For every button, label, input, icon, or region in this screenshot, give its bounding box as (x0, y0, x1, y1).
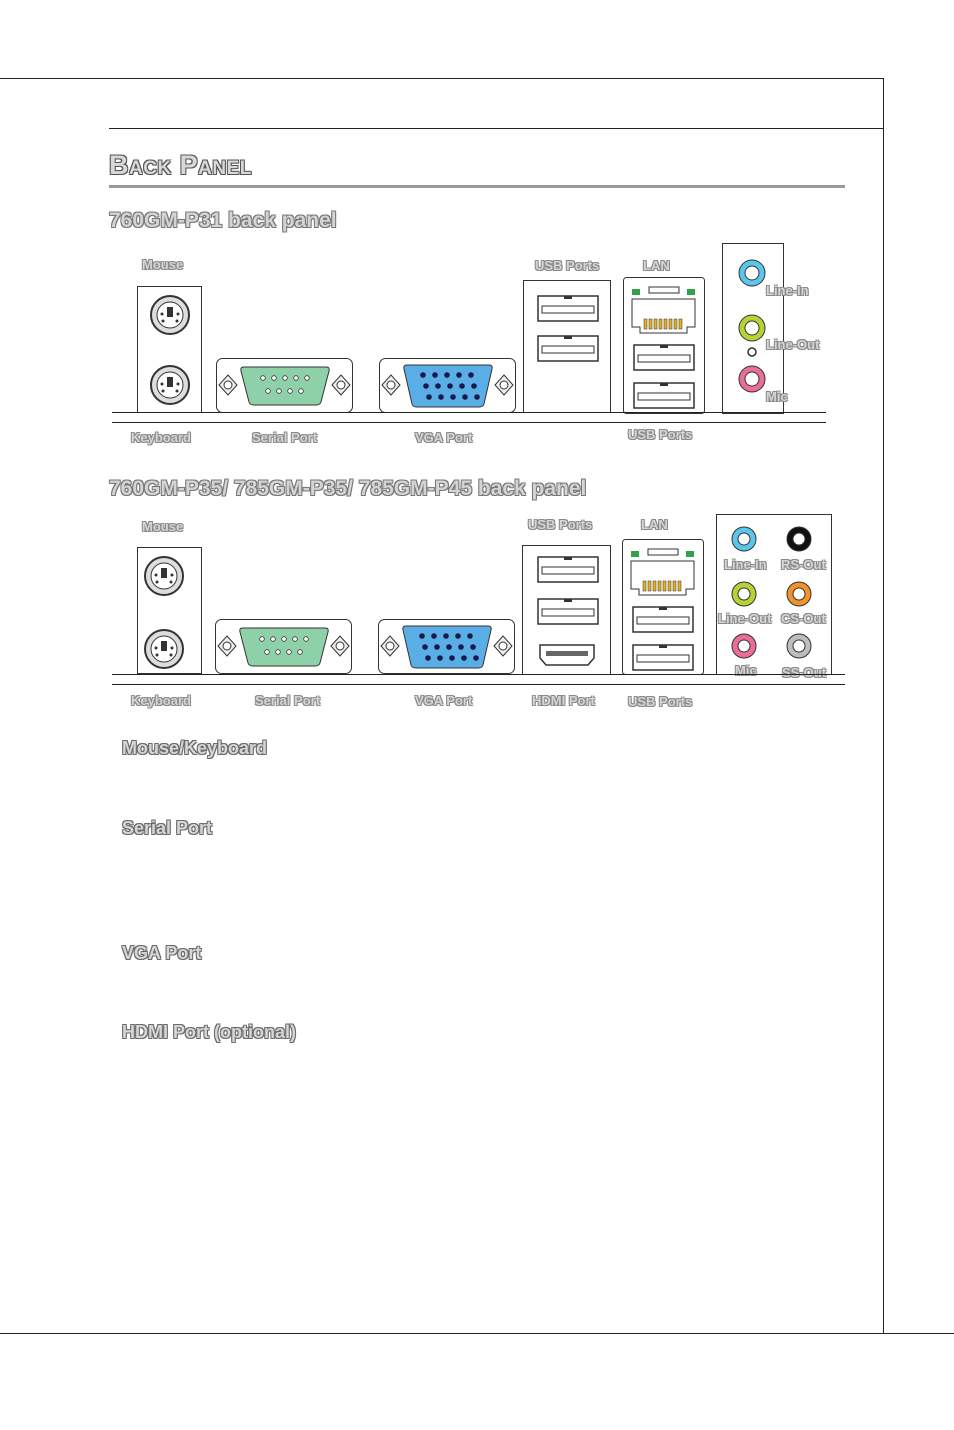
panel1-diagram: Mouse USB Ports LAN (0, 240, 954, 450)
content-top-rule (109, 128, 883, 129)
page-top-rule (0, 78, 884, 79)
heading-serial-port: Serial Port (122, 818, 213, 838)
panel1-keyboard-label: Keyboard (131, 430, 191, 445)
panel1-serial-label: Serial Port (252, 430, 318, 445)
panel1-baseline-top (112, 412, 826, 413)
panel1-mouse-label: Mouse (142, 257, 184, 272)
section-title-underline (109, 185, 845, 188)
panel1-line-out-label: Line-Out (766, 337, 820, 352)
serial-port-icon (215, 619, 352, 674)
heading-mouse-keyboard: Mouse/Keyboard (122, 738, 268, 758)
page-bottom-rule (0, 1333, 954, 1334)
panel2-baseline-bottom (112, 684, 845, 685)
usb-port-icon (523, 280, 611, 413)
panel2-usb-top-label: USB Ports (528, 517, 593, 532)
panel2-keyboard-label: Keyboard (131, 693, 191, 708)
heading-vga-port: VGA Port (122, 943, 202, 963)
vga-port-icon (378, 619, 515, 674)
panel1-baseline-bottom (112, 422, 826, 423)
panel2-mic-label: Mic (735, 663, 757, 678)
panel2-vga-label: VGA Port (415, 693, 473, 708)
panel1-line-in-label: Line-In (766, 283, 809, 298)
audio-jack-icon (716, 514, 832, 675)
panel1-vga-label: VGA Port (415, 430, 473, 445)
panel1-lan-label: LAN (643, 258, 670, 273)
lan-port-icon (622, 539, 704, 675)
page-right-rule (883, 78, 884, 1334)
heading-hdmi-port: HDMI Port (optional) (122, 1022, 296, 1042)
panel2-lan-label: LAN (641, 517, 668, 532)
panel1-title: 760GM-P31 back panel (109, 209, 337, 232)
panel2-hdmi-label: HDMI Port (532, 693, 595, 708)
panel2-baseline-top (112, 674, 845, 675)
ps2-port-icon (137, 547, 202, 674)
panel1-usb-bottom-label: USB Ports (628, 427, 693, 442)
panel2-cs-out-label: CS-Out (781, 611, 826, 626)
vga-port-icon (379, 358, 516, 413)
audio-jack-icon (722, 243, 784, 414)
panel1-mic-label: Mic (766, 389, 788, 404)
panel2-rs-out-label: RS-Out (781, 557, 826, 572)
panel1-usb-top-label: USB Ports (535, 258, 600, 273)
panel2-ss-out-label: SS-Out (782, 665, 827, 680)
panel2-usb-bottom-label: USB Ports (628, 694, 693, 709)
panel2-mouse-label: Mouse (142, 519, 184, 534)
lan-port-icon (623, 277, 705, 414)
panel2-diagram: Mouse USB Ports LAN (0, 505, 954, 715)
panel2-line-in-label: Line-In (724, 557, 767, 572)
panel2-title: 760GM-P35/ 785GM-P35/ 785GM-P45 back pan… (109, 477, 587, 500)
section-title: Back Panel (109, 150, 252, 180)
panel2-serial-label: Serial Port (255, 693, 321, 708)
hdmi-port-icon (522, 545, 611, 675)
ps2-port-icon (137, 286, 202, 413)
panel2-line-out-label: Line-Out (718, 611, 772, 626)
serial-port-icon (216, 358, 353, 413)
